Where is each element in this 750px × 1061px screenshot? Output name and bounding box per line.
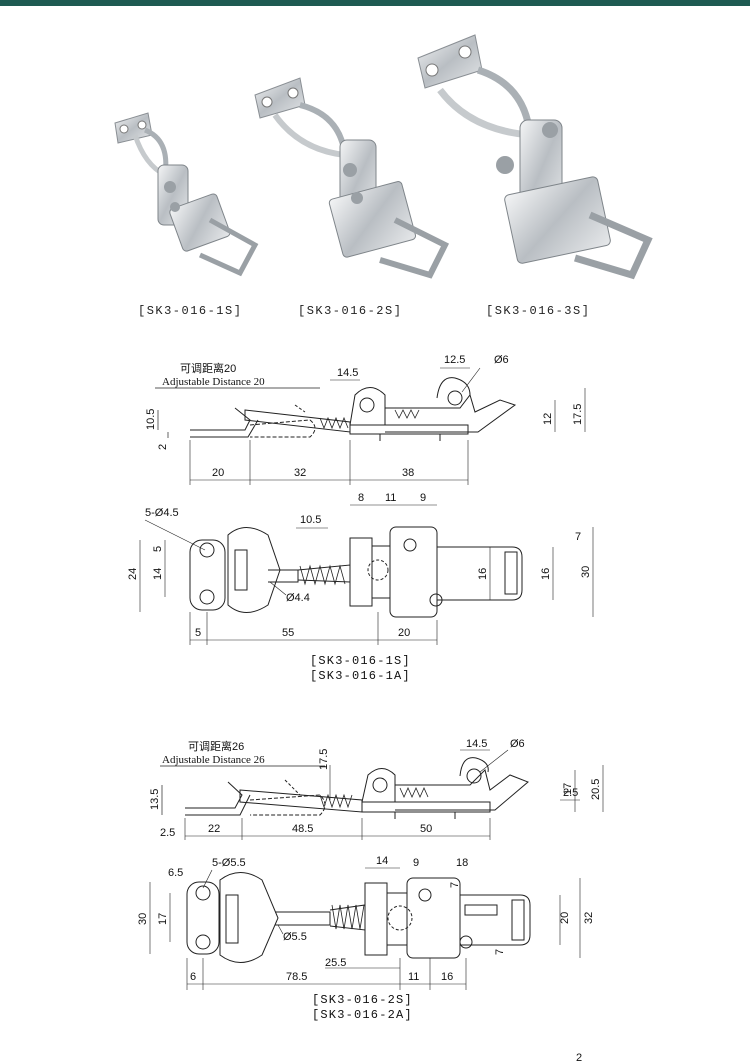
- d2t-dim-78-5: 78.5: [286, 971, 307, 983]
- d2-model-2: [SK3-016-2A]: [312, 1008, 413, 1022]
- d2t-dim-9: 9: [413, 857, 419, 869]
- d2-dim-13-5: 13.5: [149, 789, 161, 810]
- d2-dim-22: 22: [208, 823, 220, 835]
- d1-adjust-cn: 可调距离20: [180, 361, 236, 375]
- d1-dim-12: 12: [542, 413, 554, 425]
- page-mark: 2: [576, 1052, 582, 1061]
- d1t-dim-10-5: 10.5: [300, 514, 321, 526]
- d1t-dim-30: 30: [580, 566, 592, 578]
- d2t-dim-30: 30: [137, 913, 149, 925]
- d1-dim-32: 32: [294, 467, 306, 479]
- d1-dim-2: 2: [157, 444, 169, 450]
- d1t-dim-55: 55: [282, 627, 294, 639]
- drawing1-side-view: 可调距离20 Adjustable Distance 20 10.5 2 20: [145, 354, 586, 485]
- d2-dim-phi6: Ø6: [510, 738, 525, 750]
- drawing1-top-view: 5-Ø4.5 24 5 14 10.5 8 11 9 7 16 16 30 Ø4…: [127, 492, 594, 683]
- product-caption-3: [SK3-016-3S]: [486, 304, 591, 318]
- d2-adjust-en: Adjustable Distance 26: [162, 754, 265, 766]
- d2-dim-2-5b: 2.5: [563, 787, 578, 799]
- d2t-dim-14: 14: [376, 855, 388, 867]
- d2t-dim-25-5: 25.5: [325, 957, 346, 969]
- d2t-dim-17: 17: [157, 913, 169, 925]
- d2-dim-50: 50: [420, 823, 432, 835]
- d2-dim-20-5: 20.5: [590, 779, 602, 800]
- product-photo-small: [114, 112, 259, 277]
- d2-dim-17: 17: [562, 783, 574, 795]
- d2t-dim-7a: 7: [449, 882, 461, 888]
- d2t-dim-11: 11: [408, 971, 419, 983]
- d1-model-2: [SK3-016-1A]: [310, 669, 411, 683]
- d1-dim-17-5: 17.5: [572, 404, 584, 425]
- d2t-dim-phi5-5: Ø5.5: [283, 931, 307, 943]
- product-caption-2: [SK3-016-2S]: [298, 304, 403, 318]
- d1-model-1: [SK3-016-1S]: [310, 654, 411, 668]
- d1t-dim-8: 8: [358, 492, 364, 504]
- d1-dim-12-5: 12.5: [444, 354, 465, 366]
- d1t-dim-7: 7: [575, 531, 581, 543]
- d1-dim-14-5: 14.5: [337, 367, 358, 379]
- d1t-dim-16b: 16: [540, 568, 552, 580]
- d2t-dim-6: 6: [190, 971, 196, 983]
- top-accent-bar: [0, 0, 750, 6]
- d2-dim-2-5a: 2.5: [160, 827, 175, 839]
- d1t-dim-phi4-4: Ø4.4: [286, 592, 310, 604]
- d2t-dim-20: 20: [559, 912, 571, 924]
- d2-dim-17-5: 17.5: [318, 749, 330, 770]
- d2t-dim-7b: 7: [494, 949, 506, 955]
- d2t-dim-16: 16: [441, 971, 453, 983]
- d2t-dim-18: 18: [456, 857, 468, 869]
- d1t-dim-16a: 16: [477, 568, 489, 580]
- drawing2-side-view: 可调距离26 Adjustable Distance 26 13.5 2.5 1…: [149, 738, 604, 840]
- d1t-dim-24: 24: [127, 568, 139, 580]
- d1t-dim-11: 11: [385, 492, 396, 504]
- d1-dim-10-5: 10.5: [145, 409, 157, 430]
- product-photo-medium: [254, 77, 450, 279]
- d2t-dim-32: 32: [583, 912, 595, 924]
- d1t-dim-9: 9: [420, 492, 426, 504]
- d1-dim-20: 20: [212, 467, 224, 479]
- d1t-dim-5b: 5: [195, 627, 201, 639]
- d2-model-1: [SK3-016-2S]: [312, 993, 413, 1007]
- d1t-dim-5phi: 5-Ø4.5: [145, 507, 179, 519]
- d1-dim-38: 38: [402, 467, 414, 479]
- d1t-dim-14: 14: [152, 568, 164, 580]
- d2t-dim-6-5: 6.5: [168, 867, 183, 879]
- drawing2-top-view: 6.5 5-Ø5.5 30 17 14 9 18 7 7 20 32 Ø5.5 …: [137, 855, 595, 1022]
- d1-dim-phi6: Ø6: [494, 354, 509, 366]
- d2-adjust-cn: 可调距离26: [188, 739, 244, 753]
- d2-dim-48-5: 48.5: [292, 823, 313, 835]
- d2-dim-14-5: 14.5: [466, 738, 487, 750]
- d1t-dim-20: 20: [398, 627, 410, 639]
- d1-adjust-en: Adjustable Distance 20: [162, 376, 265, 388]
- product-caption-1: [SK3-016-1S]: [138, 304, 243, 318]
- product-photo-large: [417, 34, 653, 280]
- d2t-dim-5phi: 5-Ø5.5: [212, 857, 246, 869]
- d1t-dim-5: 5: [152, 546, 164, 552]
